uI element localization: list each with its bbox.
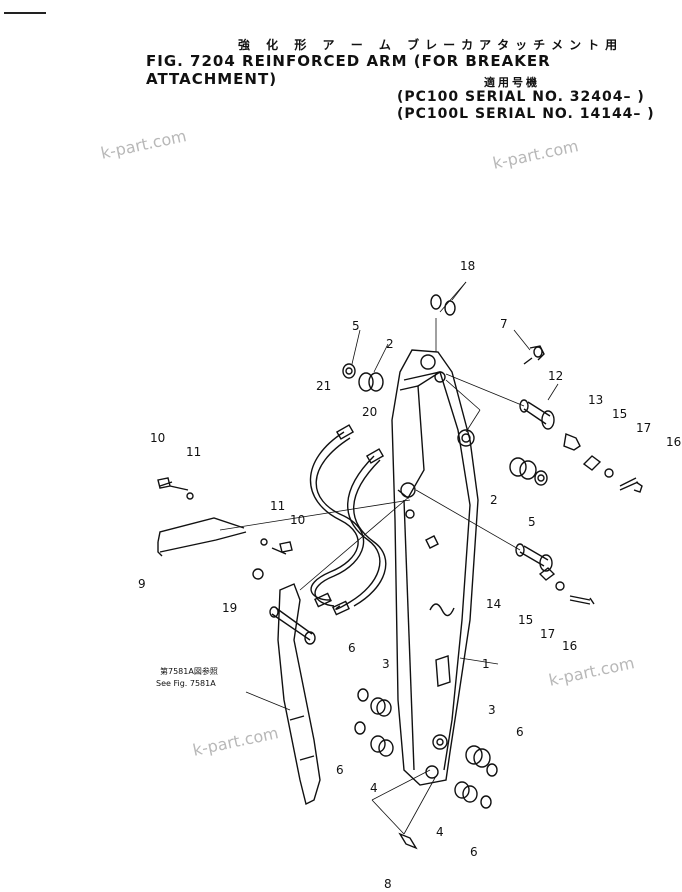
- callout-10: 10: [290, 513, 305, 527]
- callout-18: 18: [460, 259, 475, 273]
- callout-19: 19: [222, 601, 237, 615]
- callout-13: 13: [588, 393, 603, 407]
- callout-20: 20: [362, 405, 377, 419]
- reference-note-jp: 第7581A図参照: [160, 666, 218, 676]
- callout-15: 15: [612, 407, 627, 421]
- callout-15: 15: [518, 613, 533, 627]
- callout-6: 6: [470, 845, 478, 859]
- callout-6: 6: [348, 641, 356, 655]
- top-rule: [4, 12, 46, 14]
- callout-3: 3: [488, 703, 496, 717]
- callout-5: 5: [528, 515, 536, 529]
- hose-lines: [309, 424, 387, 616]
- callout-2: 2: [490, 493, 498, 507]
- callout-17: 17: [636, 421, 651, 435]
- serial-pc100l: (PC100L SERIAL NO. 14144– ): [397, 106, 655, 122]
- callout-11: 11: [186, 445, 201, 459]
- figure-header: 強 化 形 ア ー ム ブレーカアタッチメント用 FIG. 7204 REINF…: [0, 0, 682, 130]
- callout-3: 3: [382, 657, 390, 671]
- callout-12: 12: [548, 369, 563, 383]
- bracket-and-bolts: [157, 477, 293, 580]
- applicable-japanese: 適用号機: [484, 76, 540, 89]
- callout-11: 11: [270, 499, 285, 513]
- callout-2: 2: [386, 337, 394, 351]
- callout-16: 16: [666, 435, 681, 449]
- hydraulic-cylinder: [269, 583, 321, 806]
- pin-assembly-upper: [342, 294, 643, 605]
- callout-1: 1: [482, 657, 490, 671]
- callout-21: 21: [316, 379, 331, 393]
- serial-pc100: (PC100 SERIAL NO. 32404– ): [397, 89, 645, 105]
- reference-note-en: See Fig. 7581A: [156, 679, 216, 688]
- callout-labels: 1 2 2 3 3 4 4 5 5 6 6 6 6 7 8 9 10 10 11…: [138, 259, 681, 891]
- callout-16: 16: [562, 639, 577, 653]
- callout-5: 5: [352, 319, 360, 333]
- pin-assembly-lower: [354, 688, 498, 850]
- callout-4: 4: [436, 825, 444, 839]
- callout-6: 6: [336, 763, 344, 777]
- callout-14: 14: [486, 597, 501, 611]
- callout-8: 8: [384, 877, 392, 891]
- title-japanese: 強 化 形 ア ー ム ブレーカアタッチメント用: [238, 38, 624, 52]
- callout-7: 7: [500, 317, 508, 331]
- callout-6: 6: [516, 725, 524, 739]
- callout-9: 9: [138, 577, 146, 591]
- callout-4: 4: [370, 781, 378, 795]
- leader-lines: [219, 281, 559, 835]
- callout-10: 10: [150, 431, 165, 445]
- callout-17: 17: [540, 627, 555, 641]
- figure-title: FIG. 7204 REINFORCED ARM (FOR BREAKER AT…: [146, 52, 551, 88]
- arm-body: [391, 349, 479, 786]
